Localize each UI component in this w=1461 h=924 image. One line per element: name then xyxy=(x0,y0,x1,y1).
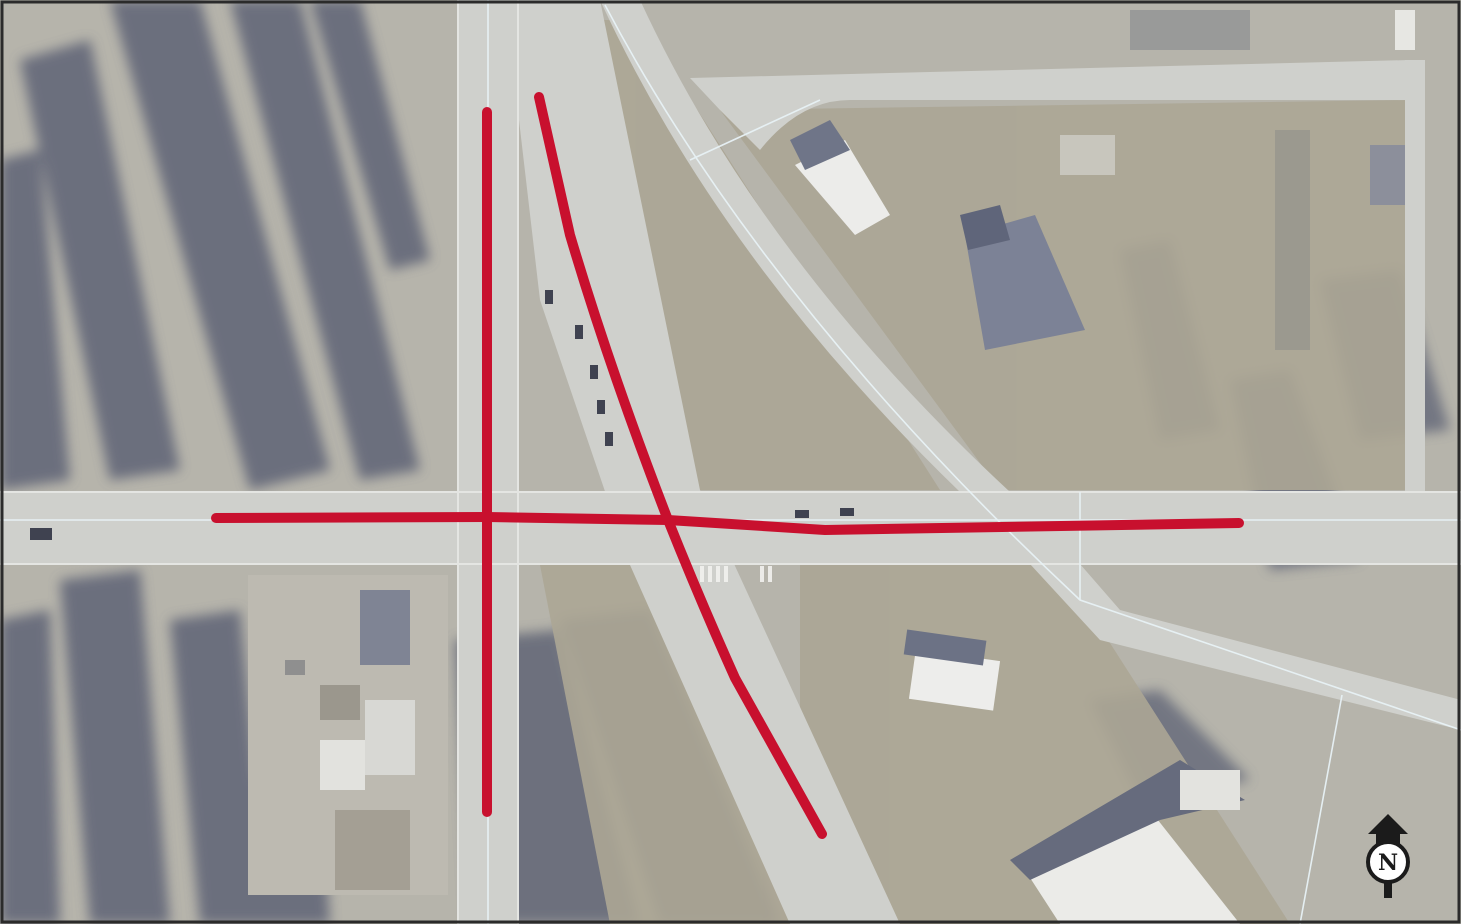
north-arrow-icon: N xyxy=(1366,814,1410,898)
north-label: N xyxy=(1378,850,1398,876)
house-3 xyxy=(320,740,365,790)
buildings-southeast xyxy=(903,629,1245,924)
southeast-road xyxy=(1030,564,1461,730)
diagonal-route[interactable] xyxy=(534,92,827,839)
north-frontage-road xyxy=(690,60,1410,150)
house-2 xyxy=(365,700,415,775)
buildings-northeast xyxy=(790,10,1415,350)
highlighted-routes xyxy=(211,92,1244,839)
diagonal-highway xyxy=(505,0,900,924)
house-4 xyxy=(335,810,410,890)
building-large-se xyxy=(1025,810,1240,924)
northeast-road xyxy=(600,0,1010,492)
house-1 xyxy=(360,590,410,665)
east-lane xyxy=(1405,60,1425,500)
east-west-route[interactable] xyxy=(211,512,1244,535)
building-slate-ne xyxy=(965,215,1085,350)
vehicles xyxy=(30,290,854,540)
buildings-southwest xyxy=(248,575,448,895)
crosswalk xyxy=(700,566,772,582)
